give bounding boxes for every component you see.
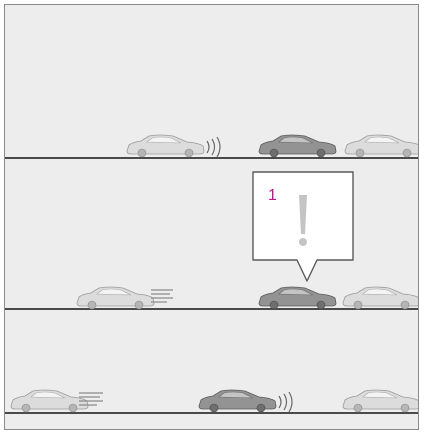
row2-car-center — [259, 287, 336, 309]
row2-car-right — [343, 287, 419, 309]
scene-svg — [5, 5, 419, 430]
diagram-frame: 1 — [4, 4, 419, 430]
row1-car-right — [345, 135, 419, 157]
row3-car-center — [199, 390, 276, 412]
row2-car-left — [77, 287, 154, 309]
row1-car-left — [127, 135, 204, 157]
row3-radar-waves-icon — [279, 392, 292, 412]
row1-car-center — [259, 135, 336, 157]
row1-radar-waves-icon — [207, 137, 220, 157]
row3-car-right — [343, 390, 419, 412]
row2-speed-lines-icon — [151, 290, 173, 302]
row3-car-left — [11, 390, 88, 412]
callout-number: 1 — [268, 187, 277, 205]
